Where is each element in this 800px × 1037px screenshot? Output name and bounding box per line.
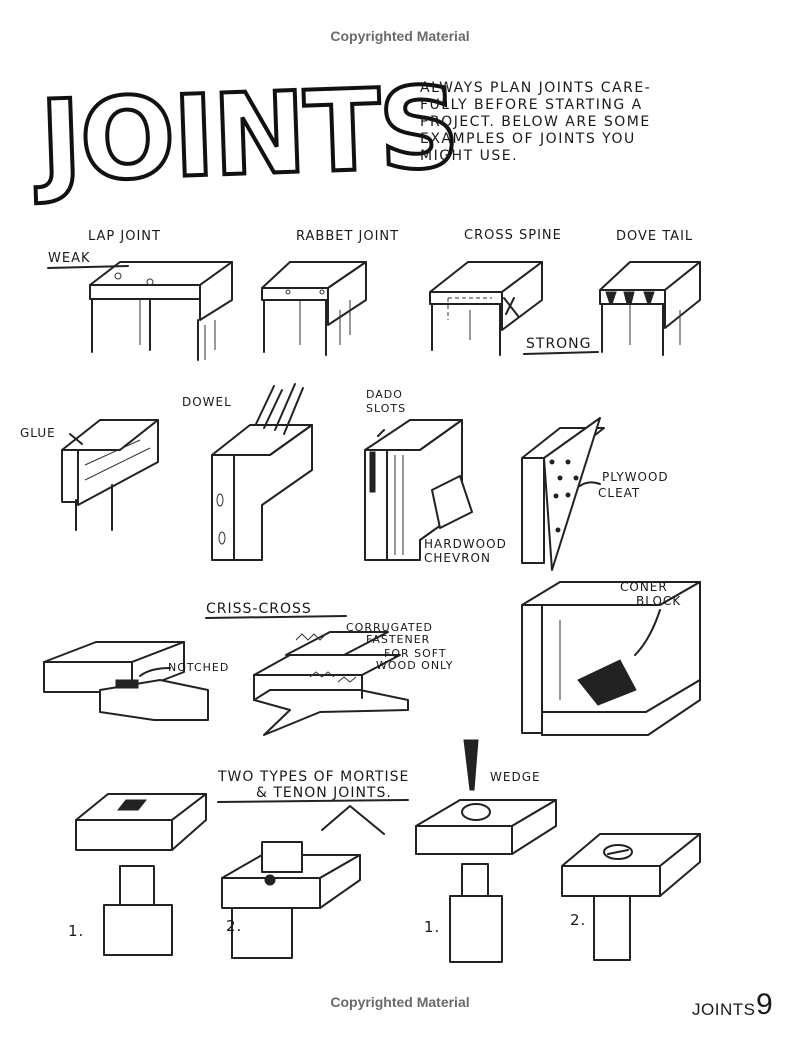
wedge-joint-1-drawing: [415, 739, 557, 963]
lap-joint-drawing: [89, 261, 233, 361]
label-plywood: PLYWOOD: [602, 470, 669, 484]
label-weak: WEAK: [48, 251, 91, 266]
label-corrugated: CORRUGATED: [346, 621, 434, 634]
mortise-tenon-2-drawing: [221, 805, 385, 959]
label-wood-only: WOOD ONLY: [376, 659, 454, 672]
label-fastener: FASTENER: [366, 633, 431, 646]
copyright-top: Copyrighted Material: [330, 28, 470, 44]
label-criss-cross: CRISS-CROSS: [206, 601, 312, 617]
footer-section-label: JOINTS: [692, 1000, 756, 1019]
rabbet-joint-drawing: [261, 261, 367, 356]
intro-text: Always plan joints care- fully before st…: [420, 80, 652, 164]
label-notched: NOTCHED: [168, 661, 230, 674]
label-dowel: DOWEL: [182, 395, 232, 409]
label-rabbet-joint: RABBET JOINT: [296, 229, 400, 244]
label-for-soft: FOR SOFT: [384, 647, 447, 660]
label-chevron: CHEVRON: [424, 551, 491, 565]
label-strong: STRONG: [526, 336, 592, 352]
label-wedge: WEDGE: [490, 770, 541, 784]
dado-slots-drawing: [364, 419, 473, 561]
label-cleat: CLEAT: [598, 486, 641, 500]
label-dado: DADO: [366, 388, 403, 401]
label-coner: CONER: [620, 580, 668, 594]
plywood-cleat-drawing: [521, 417, 605, 571]
glue-joint-drawing: [61, 419, 159, 531]
label-slots: SLOTS: [366, 402, 407, 415]
page-number: 9: [756, 988, 773, 1021]
notched-joint-drawing: [43, 641, 209, 721]
copyright-bottom: Copyrighted Material: [330, 994, 470, 1010]
label-num-2b: 2.: [570, 911, 587, 929]
corner-block-drawing: [521, 581, 701, 736]
dove-tail-drawing: [599, 261, 701, 356]
label-num-1b: 1.: [424, 918, 441, 936]
title-text: JOINTS: [31, 63, 460, 208]
label-mortise-1: TWO TYPES OF MORTISE: [218, 769, 410, 785]
title-lettering: JOINTS: [29, 61, 462, 210]
label-dove-tail: DOVE TAIL: [616, 229, 694, 244]
label-num-1a: 1.: [68, 922, 85, 940]
label-hardwood: HARDWOOD: [424, 537, 507, 551]
label-num-2a: 2.: [226, 917, 243, 935]
dowel-joint-drawing: [211, 383, 313, 561]
cross-spine-drawing: [429, 261, 543, 356]
label-cross-spine: CROSS SPINE: [464, 228, 562, 243]
label-lap-joint: LAP JOINT: [88, 229, 161, 244]
label-block: BLOCK: [636, 594, 682, 608]
label-glue: GLUE: [20, 426, 56, 440]
corrugated-joint-drawing: [253, 631, 409, 736]
mortise-tenon-1-drawing: [75, 793, 207, 956]
label-mortise-2: & TENON JOINTS.: [256, 785, 392, 801]
wedge-joint-2-drawing: [561, 833, 701, 961]
